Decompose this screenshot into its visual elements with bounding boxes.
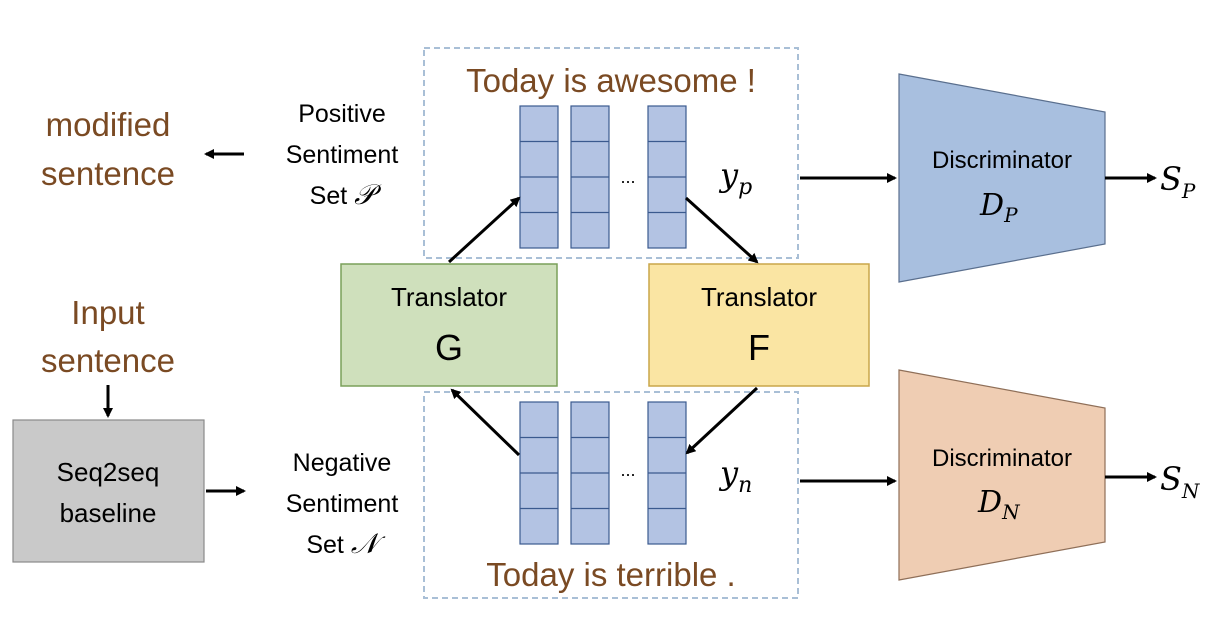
output-sp: SP (1160, 160, 1196, 203)
positive-set-container (423, 47, 799, 259)
positive-set-line2: Sentiment (286, 141, 399, 169)
discriminator-p-label: Discriminator (932, 147, 1072, 174)
positive-set-line1: Positive (298, 100, 386, 128)
negative-sentence: Today is terrible . (486, 556, 735, 593)
seq2seq-box (12, 419, 205, 563)
translator-g-letter: G (435, 327, 463, 368)
input-sentence-line2: sentence (41, 342, 175, 379)
discriminator-p-shape (898, 73, 1106, 283)
positive-ellipsis: ... (620, 167, 635, 187)
arrow-positive-to-f (684, 196, 759, 264)
translator-g-label: Translator (391, 282, 507, 312)
positive-sentence: Today is awesome ! (466, 62, 756, 99)
negative-set-line3: Set 𝒩 (306, 527, 385, 560)
positive-vector-3 (647, 105, 687, 249)
translator-f-box (648, 263, 870, 387)
discriminator-n-symbol: DN (977, 485, 1021, 524)
input-sentence-line1: Input (71, 294, 144, 331)
translator-f-label: Translator (701, 282, 817, 312)
seq2seq-line2: baseline (60, 498, 157, 528)
yp-label: yp (718, 156, 752, 200)
negative-vector-1 (519, 401, 559, 545)
translator-f-letter: F (748, 327, 770, 368)
yn-label: yn (718, 454, 752, 498)
arrow-g-to-positive (447, 196, 521, 264)
positive-vector-2 (570, 105, 610, 249)
modified-sentence-line1: modified (46, 106, 171, 143)
negative-set-line2: Sentiment (286, 490, 399, 518)
positive-set-line3: Set 𝒫 (310, 178, 382, 211)
output-sn: SN (1160, 460, 1201, 503)
discriminator-n-label: Discriminator (932, 445, 1072, 472)
negative-ellipsis: ... (620, 460, 635, 480)
negative-set-line1: Negative (293, 449, 392, 477)
arrow-f-to-negative (685, 386, 759, 455)
negative-vector-3 (647, 401, 687, 545)
negative-vector-2 (570, 401, 610, 545)
seq2seq-line1: Seq2seq (57, 457, 160, 487)
translator-g-box (340, 263, 558, 387)
discriminator-p-symbol: DP (979, 188, 1018, 227)
modified-sentence-line2: sentence (41, 155, 175, 192)
positive-vector-1 (519, 105, 559, 249)
arrow-negative-to-g (450, 388, 521, 457)
discriminator-n-shape (898, 369, 1106, 581)
